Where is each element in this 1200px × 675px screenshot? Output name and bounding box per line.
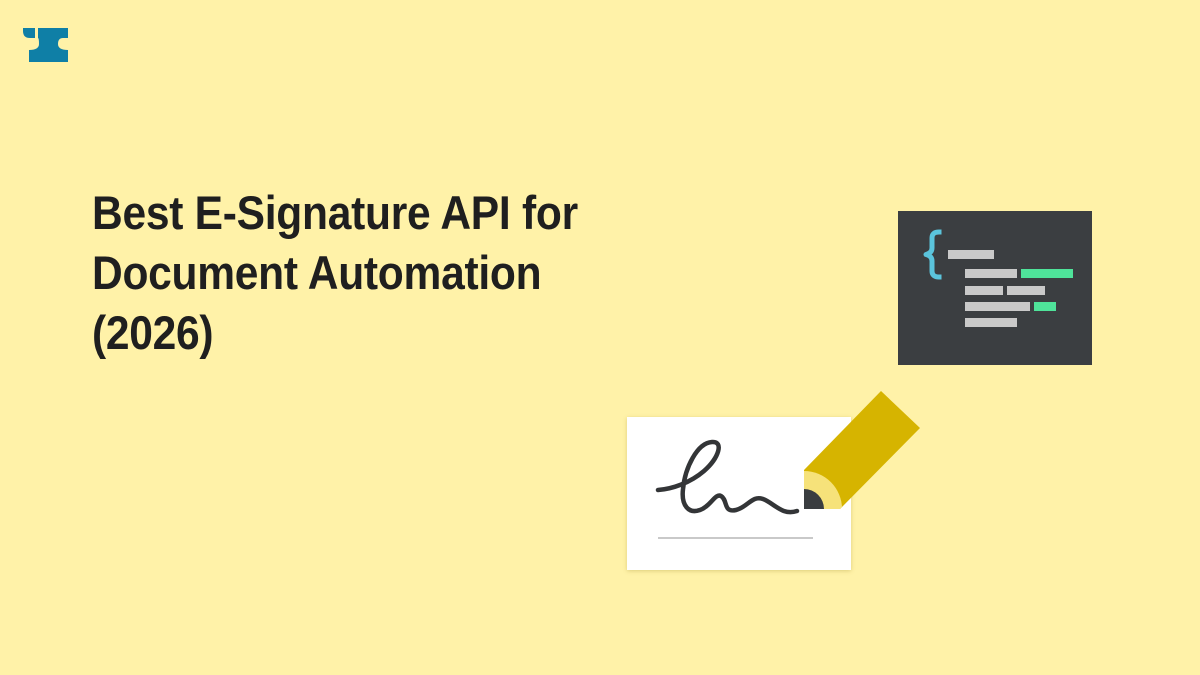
title-line-3: (2026) bbox=[92, 306, 214, 359]
title-line-1: Best E-Signature API for bbox=[92, 186, 578, 239]
code-line bbox=[965, 286, 1003, 295]
code-snippet-icon bbox=[898, 211, 1092, 365]
page-title: Best E-Signature API for Document Automa… bbox=[92, 183, 578, 363]
curly-brace-icon bbox=[923, 229, 942, 280]
code-line bbox=[1007, 286, 1045, 295]
signature-card bbox=[627, 417, 851, 570]
code-line bbox=[948, 250, 994, 259]
code-line bbox=[965, 302, 1030, 311]
code-line bbox=[965, 269, 1017, 278]
signature-baseline bbox=[658, 537, 813, 539]
title-line-2: Document Automation bbox=[92, 246, 542, 299]
brand-logo-icon[interactable] bbox=[22, 27, 70, 63]
code-line-highlight bbox=[1034, 302, 1056, 311]
code-line bbox=[965, 318, 1017, 327]
code-line-highlight bbox=[1021, 269, 1073, 278]
